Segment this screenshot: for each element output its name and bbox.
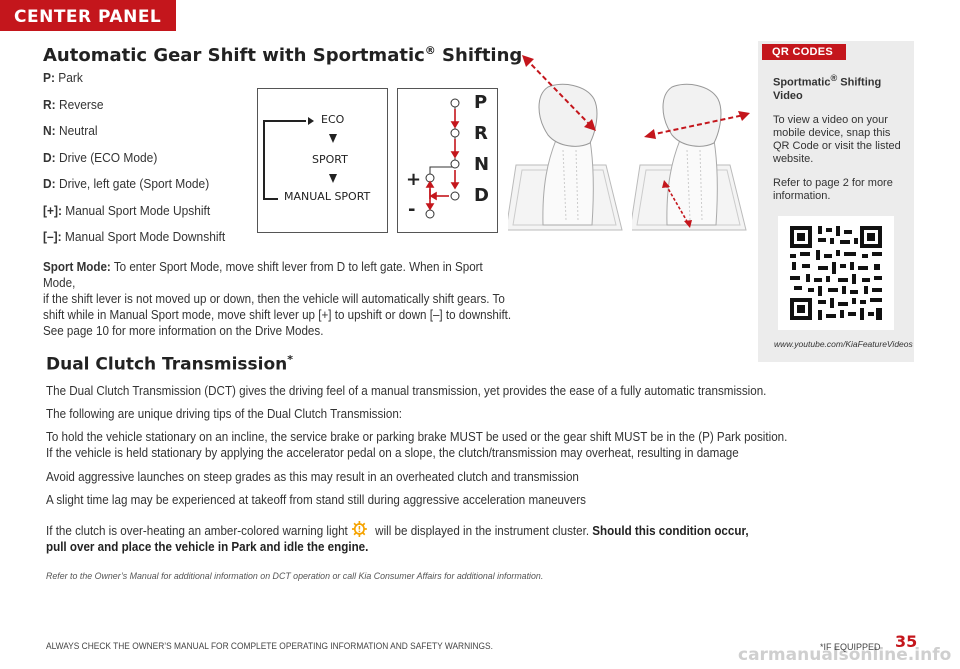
legend-item: [–]: Manual Sport Mode Downshift	[43, 229, 226, 244]
footer-warning: ALWAYS CHECK THE OWNER’S MANUAL FOR COMP…	[46, 641, 493, 651]
legend-item: D: Drive, left gate (Sport Mode)	[43, 176, 210, 191]
legend-item: R: Reverse	[43, 96, 104, 112]
legend-item: P: Park	[43, 70, 83, 85]
downshift-symbol: -	[408, 199, 416, 220]
mode-sport: SPORT	[312, 153, 348, 166]
qr-codes-tag: QR CODES	[762, 44, 846, 60]
gear-d: D	[474, 185, 489, 206]
gear-r: R	[474, 123, 488, 144]
page-title: Automatic Gear Shift with Sportmatic® Sh…	[43, 44, 523, 66]
gear-n: N	[474, 154, 490, 175]
upshift-symbol: +	[406, 169, 422, 190]
gear-p: P	[474, 92, 488, 113]
down-triangle-icon	[329, 174, 337, 183]
qr-video-title: Sportmatic® Shifting Video	[773, 73, 882, 102]
footer-if-equipped: *IF EQUIPPED	[820, 642, 881, 652]
qr-instructions: To view a video on your mobile device, s…	[773, 114, 901, 165]
dct-tip-incline: To hold the vehicle stationary on an inc…	[46, 430, 788, 460]
legend-item: [+]: Manual Sport Mode Upshift	[43, 202, 211, 218]
dct-section-title: Dual Clutch Transmission*	[46, 353, 294, 375]
transmission-warning-icon	[352, 521, 368, 537]
drive-mode-diagram: ECO SPORT MANUAL SPORT	[257, 88, 388, 233]
mode-bracket-icon	[263, 117, 314, 200]
shift-lever-sideways-illustration	[632, 83, 750, 231]
sport-mode-description: Sport Mode: To enter Sport Mode, move sh…	[43, 260, 512, 338]
watermark: carmanualsonline.info	[738, 645, 952, 665]
dct-tip-overheat: If the clutch is over-heating an amber-c…	[46, 520, 855, 555]
gear-legend: P: Park R: Reverse N: Neutral D: Drive (…	[43, 70, 263, 256]
mode-eco: ECO	[321, 113, 345, 126]
owners-manual-note: Refer to the Owner’s Manual for addition…	[46, 571, 544, 582]
legend-item: N: Neutral	[43, 123, 98, 138]
gear-gate-icon	[425, 98, 460, 219]
dct-tip-launch: Avoid aggressive launches on steep grade…	[46, 470, 579, 484]
gear-gate-diagram: P R N D + -	[397, 88, 498, 233]
down-triangle-icon	[329, 134, 337, 143]
dct-tips-intro: The following are unique driving tips of…	[46, 407, 403, 421]
dct-tip-time-lag: A slight time lag may be experienced at …	[46, 493, 586, 507]
page-number: 35	[895, 632, 918, 651]
qr-code-image[interactable]	[778, 216, 894, 330]
shift-lever-forward-illustration	[508, 55, 623, 231]
qr-code-icon	[790, 226, 882, 320]
mode-manual-sport: MANUAL SPORT	[284, 190, 371, 203]
dct-intro: The Dual Clutch Transmission (DCT) gives…	[46, 384, 767, 398]
legend-item: D: Drive (ECO Mode)	[43, 149, 158, 165]
qr-video-url[interactable]: www.youtube.com/KiaFeatureVideos	[774, 339, 913, 349]
qr-page-reference: Refer to page 2 for more information.	[773, 177, 893, 202]
section-tab: CENTER PANEL	[0, 0, 176, 31]
